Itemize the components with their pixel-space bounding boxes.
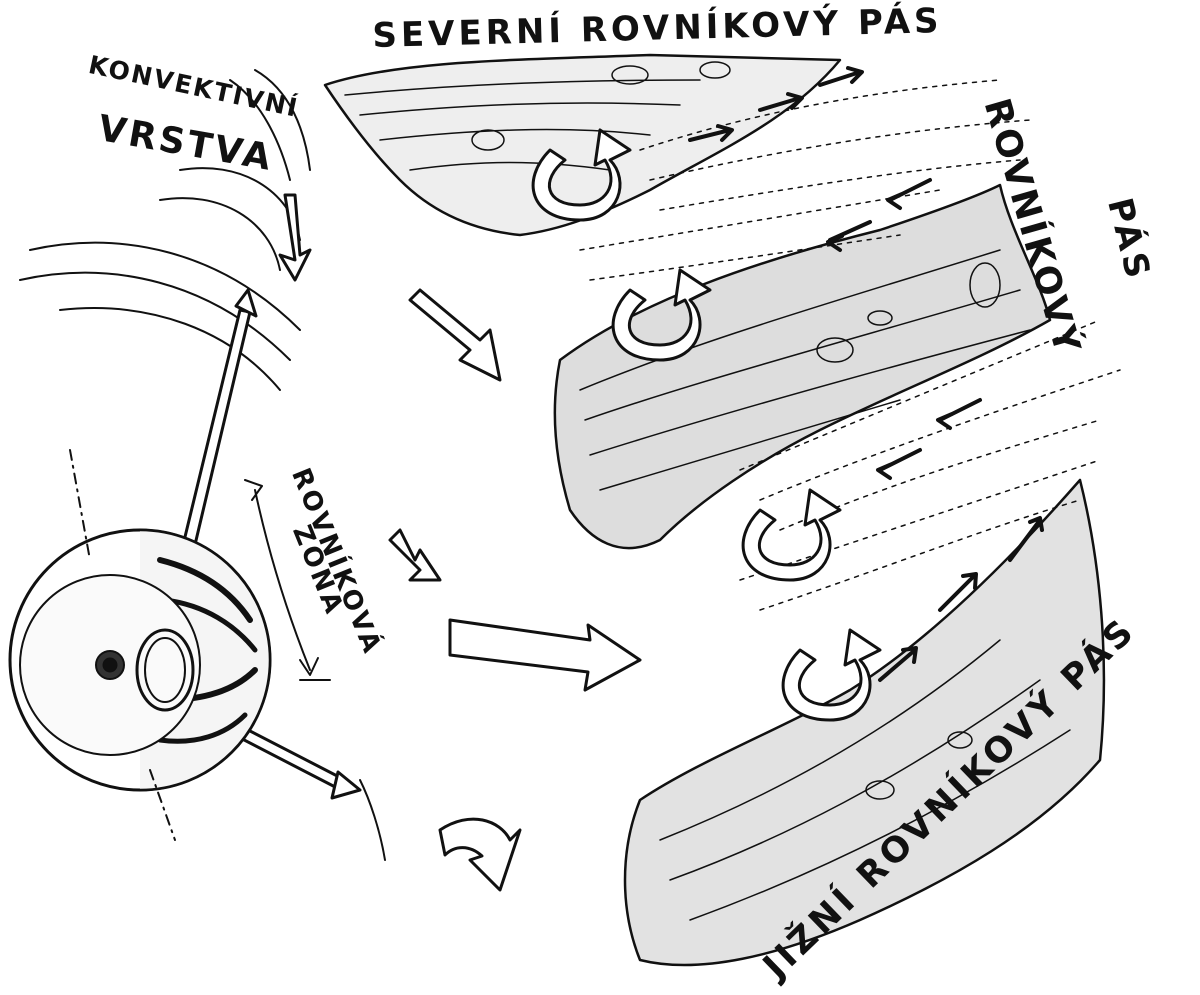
flow-arrow-icon: [440, 819, 520, 890]
convective-layer: [20, 70, 310, 390]
flow-arrow-icon: [888, 180, 930, 208]
flow-arrow-icon: [450, 620, 640, 690]
equatorial-belt: [555, 185, 1050, 548]
flow-arrow-icon: [410, 290, 500, 380]
flow-arrow-icon: [280, 195, 310, 280]
flow-arrow-icon: [878, 450, 920, 478]
planet-cutaway-icon: [10, 450, 270, 840]
circulation-arrow-icon: [743, 490, 840, 580]
flow-arrow-icon: [390, 530, 440, 580]
